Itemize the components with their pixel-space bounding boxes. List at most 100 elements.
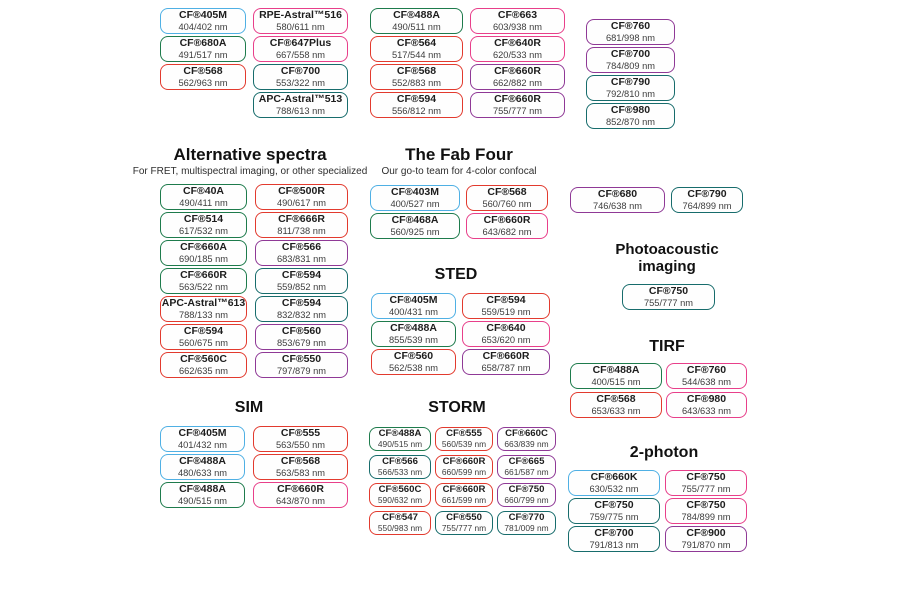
dye-wavelengths: 662/882 nm — [492, 77, 543, 88]
dye-wavelengths: 755/777 nm — [643, 297, 694, 308]
dye-name: CF®790 — [687, 187, 727, 200]
dye-name: CF®660R — [483, 213, 531, 226]
dye-wavelengths: 683/831 nm — [276, 253, 327, 264]
dye-wavelengths: 681/998 nm — [605, 32, 656, 43]
dye-wavelengths: 552/883 nm — [391, 77, 442, 88]
dye-wavelengths: 791/813 nm — [589, 539, 639, 550]
dye-wavelengths: 832/832 nm — [276, 309, 327, 320]
dye-name: CF®40A — [183, 184, 224, 197]
dye-wavelengths: 562/538 nm — [388, 362, 439, 373]
dye-wavelengths: 853/679 nm — [276, 337, 327, 348]
dye-name: CF®594 — [281, 268, 322, 281]
dye-wavelengths: 660/799 nm — [504, 494, 549, 505]
dye-name: CF®750 — [686, 498, 726, 511]
dye-name: CF®560C — [378, 483, 422, 495]
dye-wavelengths: 662/635 nm — [178, 365, 229, 376]
dye-wavelengths: 480/633 nm — [177, 467, 228, 478]
dye-wavelengths: 490/515 nm — [377, 438, 423, 449]
dye-name: CF®594 — [486, 293, 526, 306]
dye-wavelengths: 517/544 nm — [391, 49, 442, 60]
dye-wavelengths: 788/613 nm — [275, 105, 326, 116]
section-subheading-fab-four: Our go-to team for 4-color confocal — [381, 166, 537, 177]
dye-wavelengths: 490/617 nm — [276, 197, 327, 208]
dye-wavelengths: 788/133 nm — [178, 309, 229, 320]
dye-name: CF®405M — [178, 426, 227, 439]
dye-wavelengths: 404/402 nm — [178, 21, 228, 32]
dye-name: CF®550 — [281, 352, 322, 365]
dye-wavelengths: 556/812 nm — [391, 105, 442, 116]
dye-name: CF®660R — [494, 92, 541, 105]
dye-name: CF®980 — [610, 103, 651, 116]
dye-name: CF®665 — [508, 455, 545, 467]
dye-name: RPE-Astral™516 — [259, 8, 342, 21]
dye-name: CF®403M — [391, 185, 439, 198]
dye-name: CF®514 — [183, 212, 224, 225]
dye-wavelengths: 560/675 nm — [178, 337, 229, 348]
dye-wavelengths: 559/852 nm — [276, 281, 327, 292]
dye-name: CF®488A — [592, 363, 640, 376]
dye-wavelengths: 560/760 nm — [482, 198, 532, 209]
dye-wavelengths: 563/583 nm — [275, 467, 326, 478]
dye-name: CF®700 — [610, 47, 651, 60]
dye-wavelengths: 401/432 nm — [177, 439, 228, 450]
dye-name: APC-Astral™513 — [258, 92, 343, 105]
dye-wavelengths: 630/532 nm — [589, 483, 639, 494]
dye-name: CF®660R — [277, 482, 324, 495]
dye-wavelengths: 400/527 nm — [390, 198, 440, 209]
dye-wavelengths: 563/522 nm — [178, 281, 229, 292]
dye-name: CF®594 — [396, 92, 437, 105]
dye-wavelengths: 784/809 nm — [605, 60, 656, 71]
dye-wavelengths: 490/511 nm — [392, 21, 441, 32]
dye-name: CF®700 — [280, 64, 321, 77]
dye-wavelengths: 852/870 nm — [605, 116, 656, 127]
dye-name: CF®750 — [594, 498, 634, 511]
dye-wavelengths: 590/632 nm — [377, 494, 423, 505]
section-heading-sim: SIM — [234, 399, 264, 416]
dye-wavelengths: 560/925 nm — [390, 226, 440, 237]
dye-name: CF®750 — [686, 470, 726, 483]
dye-wavelengths: 491/517 nm — [178, 49, 228, 60]
section-heading-alternative-spectra: Alternative spectra — [173, 145, 327, 164]
dye-wavelengths: 653/620 nm — [481, 334, 531, 345]
dye-name: CF®488A — [378, 427, 422, 439]
section-heading-two-photon: 2-photon — [629, 444, 699, 461]
dye-name: CF®547 — [382, 511, 418, 523]
dye-name: CF®405M — [389, 293, 438, 306]
dye-wavelengths: 562/963 nm — [178, 77, 228, 88]
dye-name: CF®790 — [610, 75, 651, 88]
dye-wavelengths: 643/682 nm — [482, 226, 532, 237]
